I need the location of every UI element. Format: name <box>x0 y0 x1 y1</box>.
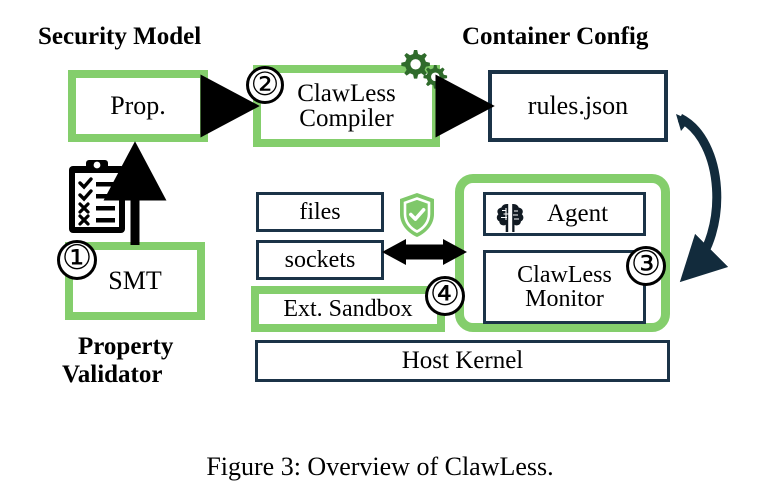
figure-caption: Figure 3: Overview of ClawLess. <box>206 452 554 481</box>
node-files-label: files <box>299 198 341 225</box>
node-ext-sandbox-label: Ext. Sandbox <box>283 295 413 322</box>
node-prop[interactable]: Prop. <box>68 70 208 142</box>
step-badge-1: ① <box>57 240 97 280</box>
node-smt[interactable]: SMT <box>65 242 205 320</box>
group-title-property-validator-line2: Validator <box>62 361 163 388</box>
node-smt-label: SMT <box>108 265 162 295</box>
step-badge-2-label: ② <box>250 66 280 102</box>
node-compiler-label-line2: Compiler <box>299 105 394 132</box>
node-agent[interactable]: Agent <box>483 192 646 236</box>
arrow-rules-to-monitor <box>676 113 729 283</box>
clipboard-checklist-icon <box>66 158 128 236</box>
gears-icon <box>394 48 450 94</box>
group-title-security-model: Security Model <box>38 23 202 50</box>
step-badge-1-label: ① <box>61 240 93 277</box>
step-badge-3-label: ③ <box>630 246 662 283</box>
node-clawless-monitor[interactable]: ClawLess Monitor <box>483 250 646 324</box>
node-sockets-label: sockets <box>284 246 356 273</box>
node-rules-json-label: rules.json <box>527 90 629 120</box>
shield-check-icon <box>398 192 436 238</box>
node-host-kernel[interactable]: Host Kernel <box>255 340 670 382</box>
node-monitor-label-line1: ClawLess <box>517 261 612 288</box>
group-title-container-config: Container Config <box>462 23 649 50</box>
node-agent-label: Agent <box>546 200 609 228</box>
node-compiler-label-line1: ClawLess <box>297 79 396 107</box>
group-title-property-validator-line1: Property <box>78 333 174 360</box>
step-badge-3: ③ <box>626 246 666 286</box>
node-clawless-compiler[interactable]: ClawLess Compiler <box>253 65 440 147</box>
node-host-kernel-label: Host Kernel <box>401 347 524 375</box>
node-sockets[interactable]: sockets <box>256 240 384 280</box>
node-monitor-label-line2: Monitor <box>525 286 604 312</box>
node-rules-json[interactable]: rules.json <box>488 70 668 142</box>
node-ext-sandbox[interactable]: Ext. Sandbox <box>251 286 445 332</box>
step-badge-4-label: ④ <box>429 276 461 313</box>
step-badge-4: ④ <box>425 276 465 316</box>
node-prop-label: Prop. <box>110 90 166 120</box>
node-files[interactable]: files <box>256 192 384 232</box>
step-badge-2: ② <box>246 66 284 104</box>
brain-icon <box>494 202 526 232</box>
